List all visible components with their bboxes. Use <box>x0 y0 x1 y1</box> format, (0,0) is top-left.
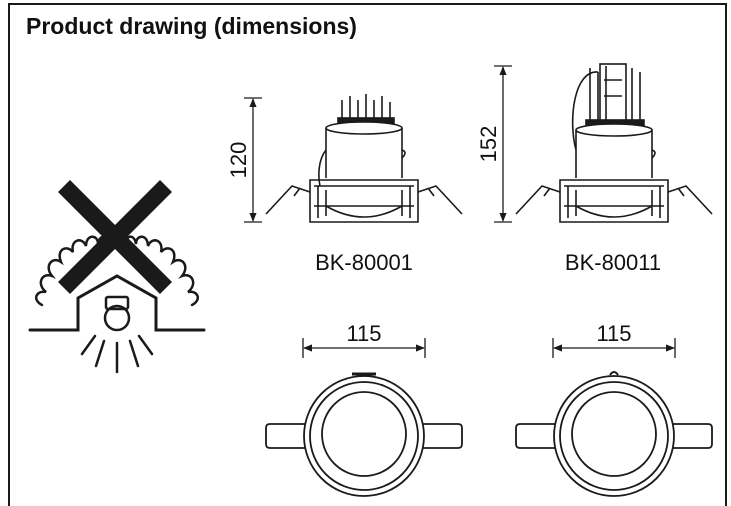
prohibition-cross-icon <box>57 179 173 295</box>
bk-80011-diameter-dimension <box>552 338 676 358</box>
bk-80011-side-view <box>515 63 713 223</box>
bk-80011-height-label: 152 <box>476 126 501 163</box>
bk-80011-top-view <box>515 371 713 497</box>
bk-80011-model-label: BK-80011 <box>565 250 661 275</box>
bk-80001-side-view <box>265 94 463 223</box>
bk-80001-diameter-dimension <box>302 338 426 358</box>
bk-80001-model-label: BK-80001 <box>315 250 413 275</box>
bk-80001-height-label: 120 <box>226 142 251 179</box>
bk-80001-height-dimension <box>244 97 262 223</box>
bk-80001-diameter-label: 115 <box>346 321 381 346</box>
no-insulation-cover-icon <box>28 235 206 374</box>
bk-80011-diameter-label: 115 <box>596 321 631 346</box>
page-title: Product drawing (dimensions) <box>26 13 357 39</box>
bk-80001-top-view <box>265 372 463 497</box>
bk-80011-height-dimension <box>494 65 512 223</box>
